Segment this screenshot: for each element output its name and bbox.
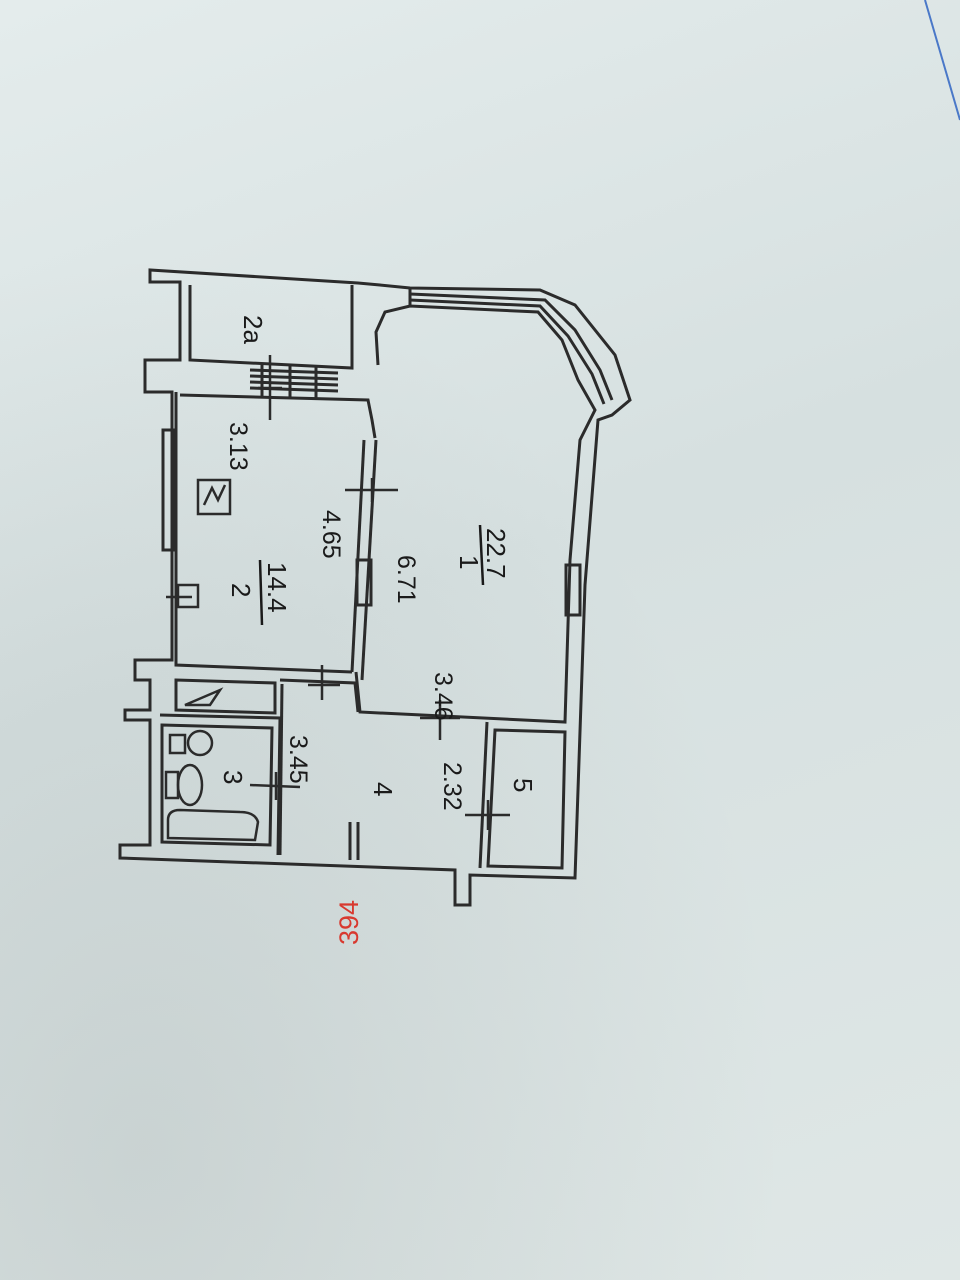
pen-mark bbox=[924, 0, 960, 121]
room-5-number: 5 bbox=[508, 778, 538, 792]
dim-3-13: 3.13 bbox=[224, 422, 252, 471]
room-4-number: 4 bbox=[368, 782, 398, 796]
room-1-number: 1 bbox=[454, 555, 484, 569]
dim-6-71: 6.71 bbox=[392, 555, 420, 604]
room-1-area: 22.7 bbox=[481, 528, 511, 579]
walls bbox=[118, 268, 632, 907]
window-mark bbox=[564, 563, 582, 617]
sink-icon bbox=[186, 729, 214, 757]
stove-icon bbox=[196, 478, 232, 516]
toilet-icon bbox=[176, 763, 204, 807]
dim-4-65: 4.65 bbox=[317, 510, 345, 559]
room-2-label: 2 14.4 bbox=[226, 559, 292, 626]
fixtures bbox=[164, 478, 260, 842]
room-2a-number: 2a bbox=[238, 315, 268, 344]
dim-ticks bbox=[249, 355, 510, 830]
apartment-number: 394 bbox=[334, 900, 364, 945]
wash-icon bbox=[184, 687, 224, 707]
bathtub-icon bbox=[166, 808, 260, 842]
door-mark bbox=[355, 558, 373, 607]
room-2-area: 14.4 bbox=[262, 562, 292, 613]
room-3-number: 3 bbox=[218, 770, 248, 784]
window-mark-left bbox=[161, 428, 175, 552]
dim-3-45: 3.45 bbox=[284, 735, 312, 784]
room-1-fraction-line bbox=[478, 524, 485, 586]
dim-3-46: 3.46 bbox=[429, 672, 457, 721]
room-2-number: 2 bbox=[226, 583, 256, 597]
room-2-fraction-line bbox=[258, 559, 264, 626]
room-1-label: 1 22.7 bbox=[454, 524, 511, 586]
dim-2-32: 2.32 bbox=[438, 762, 466, 811]
